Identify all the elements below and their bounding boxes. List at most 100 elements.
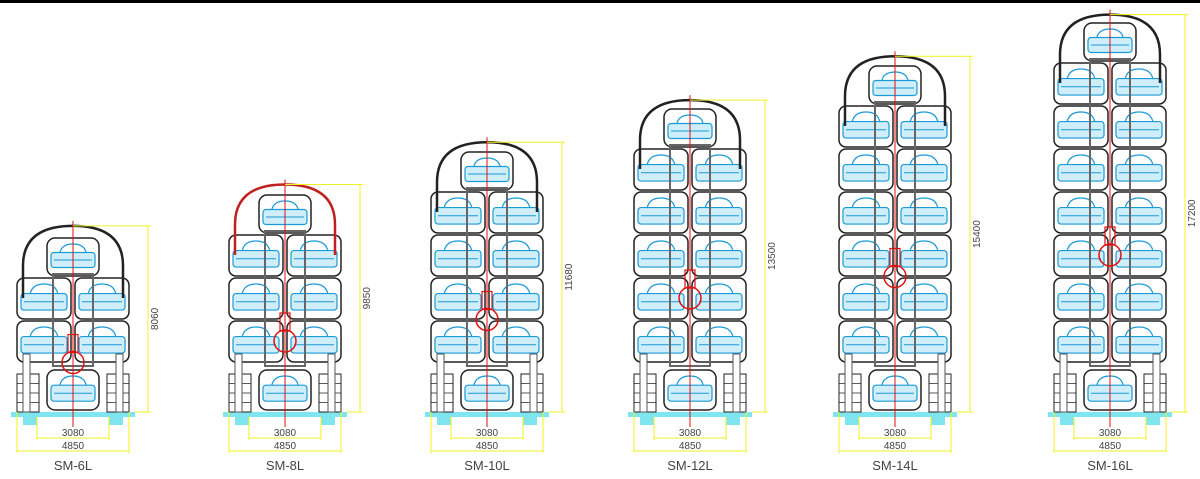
outer-width-label: 4850: [679, 441, 702, 452]
car-carrier: [430, 191, 486, 234]
support-column: [639, 353, 648, 413]
car-roof: [501, 197, 531, 208]
car-carrier: [430, 320, 486, 363]
car-roof: [1066, 197, 1096, 208]
car-roof: [1124, 68, 1154, 79]
footing: [523, 417, 537, 425]
car-carrier: [488, 277, 544, 320]
inner-width-label: 3080: [884, 428, 907, 439]
car-roof: [646, 240, 676, 251]
car-carrier: [1053, 191, 1109, 234]
car-carrier: [488, 234, 544, 277]
footing: [1060, 417, 1074, 425]
height-label: 9850: [362, 287, 373, 310]
car-carrier: [838, 277, 894, 320]
car-carrier: [1053, 62, 1109, 105]
car-carrier: [1111, 191, 1167, 234]
car-carrier: [633, 191, 689, 234]
car-roof: [1066, 154, 1096, 165]
car-roof: [909, 154, 939, 165]
car-carrier: [1053, 277, 1109, 320]
car-carrier: [1111, 234, 1167, 277]
car-carrier: [896, 191, 952, 234]
car-carrier: [838, 191, 894, 234]
car-carrier: [430, 234, 486, 277]
car-carrier: [1111, 62, 1167, 105]
car-roof: [851, 326, 881, 337]
inner-width-label: 3080: [274, 428, 297, 439]
car-carrier: [74, 320, 130, 363]
support-column: [1152, 353, 1161, 413]
car-roof: [87, 283, 117, 294]
car-roof: [704, 283, 734, 294]
car-roof: [909, 283, 939, 294]
car-roof: [851, 240, 881, 251]
car-carrier: [896, 148, 952, 191]
inner-width-label: 3080: [62, 428, 85, 439]
car-roof: [241, 240, 271, 251]
car-roof: [1066, 111, 1096, 122]
car-roof: [1124, 283, 1154, 294]
car-roof: [443, 326, 473, 337]
inner-width-label: 3080: [476, 428, 499, 439]
car-roof: [1124, 111, 1154, 122]
model-name-label: SM-16L: [1087, 458, 1133, 473]
car-roof: [646, 326, 676, 337]
support-column: [436, 353, 445, 413]
footing: [640, 417, 654, 425]
support-column: [22, 353, 31, 413]
footing: [726, 417, 740, 425]
car-roof: [646, 197, 676, 208]
car-roof: [704, 326, 734, 337]
footing: [931, 417, 945, 425]
car-carrier: [633, 148, 689, 191]
car-carrier: [286, 234, 342, 277]
car-carrier: [896, 277, 952, 320]
car-roof: [704, 197, 734, 208]
car-carrier: [1111, 320, 1167, 363]
car-roof: [501, 326, 531, 337]
car-roof: [646, 154, 676, 165]
car-roof: [241, 283, 271, 294]
car-carrier: [896, 234, 952, 277]
support-column: [529, 353, 538, 413]
car-carrier: [896, 105, 952, 148]
support-column: [1059, 353, 1068, 413]
car-roof: [1066, 283, 1096, 294]
car-carrier: [16, 277, 72, 320]
footing: [109, 417, 123, 425]
outer-width-label: 4850: [62, 441, 85, 452]
height-label: 13500: [767, 242, 778, 270]
car-carrier: [838, 234, 894, 277]
car-roof: [1066, 68, 1096, 79]
car-roof: [1124, 326, 1154, 337]
car-carrier: [633, 277, 689, 320]
car-roof: [299, 240, 329, 251]
car-roof: [1124, 154, 1154, 165]
car-roof: [299, 326, 329, 337]
model-name-label: SM-6L: [54, 458, 92, 473]
car-carrier: [1111, 277, 1167, 320]
car-carrier: [633, 320, 689, 363]
car-roof: [29, 326, 59, 337]
car-roof: [443, 240, 473, 251]
outer-width-label: 4850: [884, 441, 907, 452]
top-border: [0, 0, 1200, 3]
car-roof: [851, 197, 881, 208]
support-column: [234, 353, 243, 413]
car-roof: [909, 240, 939, 251]
footing: [23, 417, 37, 425]
car-carrier: [691, 234, 747, 277]
inner-width-label: 3080: [679, 428, 702, 439]
car-carrier: [74, 277, 130, 320]
inner-width-label: 3080: [1099, 428, 1122, 439]
car-carrier: [1053, 105, 1109, 148]
car-roof: [501, 240, 531, 251]
car-roof: [646, 283, 676, 294]
car-carrier: [691, 277, 747, 320]
